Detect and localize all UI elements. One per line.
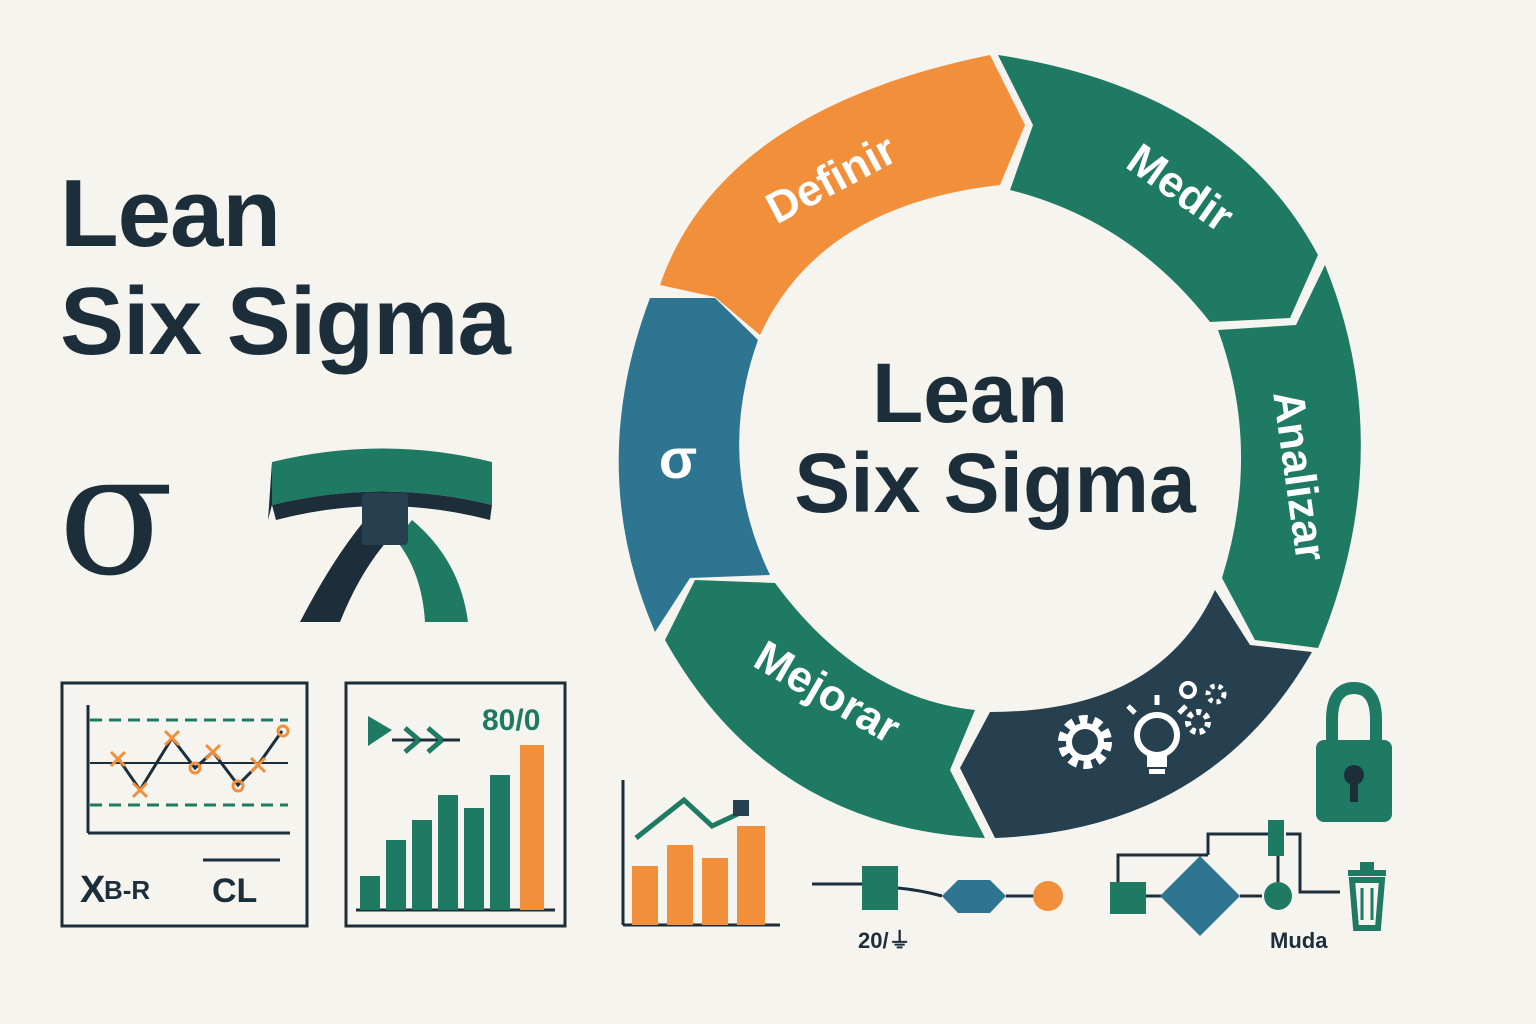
cl-label: CL (212, 872, 257, 910)
dmaic-cycle: Definir Medir Analizar (618, 55, 1361, 838)
process-flow: 20/⏚ (812, 866, 1063, 953)
pareto-label: 80/0 (482, 704, 540, 737)
fishbone-icon (368, 716, 460, 754)
control-chart-panel: X B-R CL (60, 681, 309, 928)
sigma-icon: σ (58, 416, 175, 614)
page-title: Lean Six Sigma (60, 160, 511, 375)
lock-icon (1316, 681, 1392, 822)
growth-chart (621, 780, 780, 927)
gears-icon (1179, 681, 1227, 735)
cycle-center-line-2: Six Sigma (794, 436, 1197, 530)
xbar-label: X (80, 869, 106, 911)
belt-icon (268, 448, 492, 622)
lightbulb-icon (1126, 695, 1188, 774)
muda-label: Muda (1270, 928, 1328, 953)
br-label: B-R (104, 875, 150, 905)
flow-label: 20/⏚ (858, 928, 911, 953)
segment-sigma-label: σ (659, 427, 697, 490)
segment-analizar: Analizar (1218, 265, 1361, 648)
segment-definir: Definir (660, 55, 1025, 335)
pareto-chart-panel: 80/0 (344, 681, 567, 928)
value-stream-map: Muda (1110, 820, 1340, 953)
cycle-center-line-1: Lean (872, 346, 1068, 440)
segment-improve-icons (960, 590, 1312, 838)
gear-icon (1058, 715, 1112, 769)
segment-sigma: σ (618, 298, 770, 632)
title-line-1: Lean (60, 160, 281, 267)
trash-icon (1348, 862, 1386, 931)
segment-mejorar: Mejorar (665, 580, 985, 838)
segment-medir: Medir (998, 55, 1318, 322)
title-line-2: Six Sigma (60, 267, 511, 375)
